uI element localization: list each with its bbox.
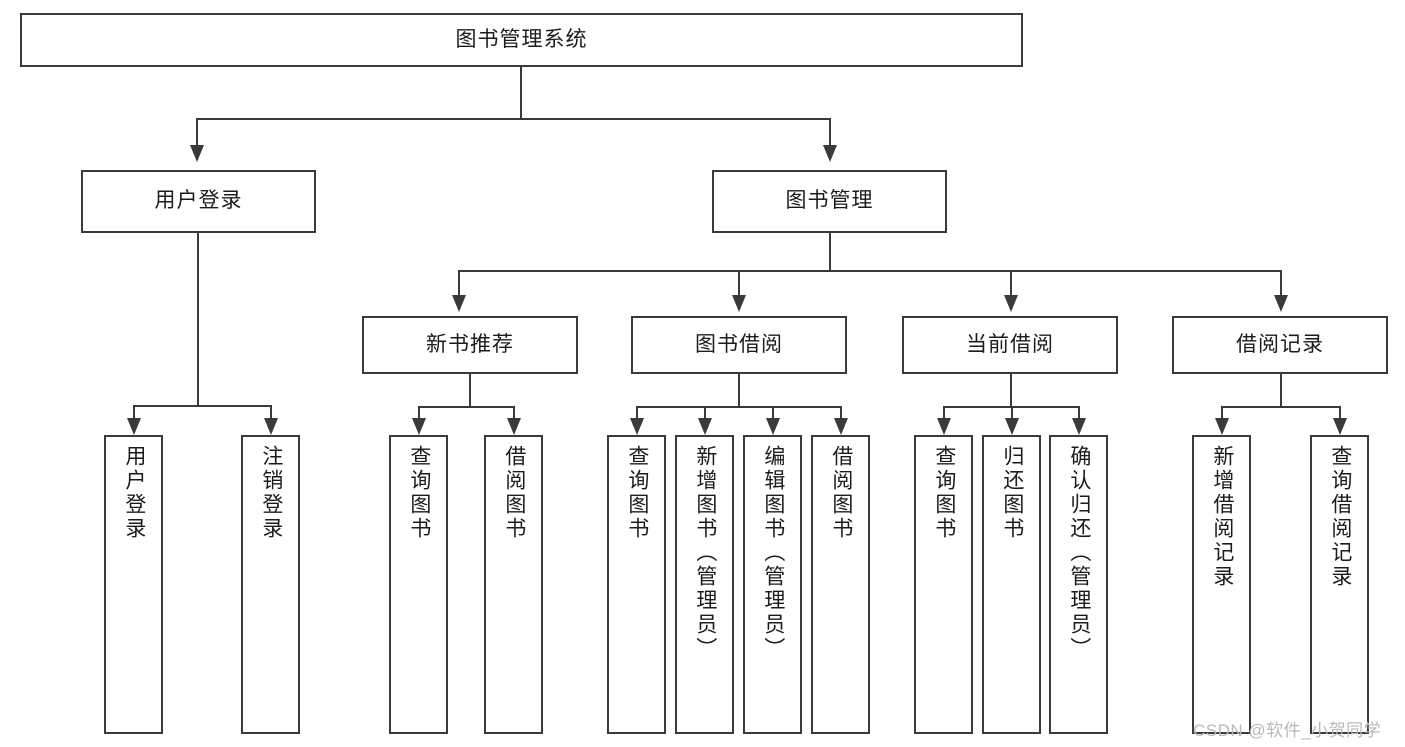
node-leaf-query-book-1-label: 查询图书 bbox=[407, 445, 431, 541]
node-leaf-query-book-3[interactable]: 查询图书 bbox=[914, 435, 973, 734]
node-book-manage-label: 图书管理 bbox=[785, 189, 874, 213]
arrowhead-leaf-query-record bbox=[1333, 418, 1347, 435]
arrowhead-new-book-rec bbox=[452, 295, 466, 312]
node-leaf-confirm-return[interactable]: 确认归还（管理员） bbox=[1049, 435, 1108, 734]
edge-to-book-manage bbox=[829, 118, 831, 146]
edge-to-leaf-confirm-return bbox=[1078, 406, 1080, 420]
edge-current-borrow-stem bbox=[1010, 374, 1012, 407]
edge-book-manage-stem bbox=[829, 233, 831, 271]
arrowhead-leaf-query-book-1 bbox=[412, 418, 426, 435]
node-new-book-rec[interactable]: 新书推荐 bbox=[362, 316, 578, 374]
edge-to-leaf-edit-book bbox=[772, 406, 774, 420]
edge-to-current-borrow bbox=[1010, 270, 1012, 296]
edge-level2-bus bbox=[196, 118, 831, 120]
node-leaf-query-record[interactable]: 查询借阅记录 bbox=[1310, 435, 1369, 734]
edge-new-book-rec-bus bbox=[418, 406, 515, 408]
node-leaf-borrow-book-2-label: 借阅图书 bbox=[829, 445, 853, 541]
edge-new-book-rec-stem bbox=[469, 374, 471, 407]
arrowhead-leaf-add-book bbox=[698, 418, 712, 435]
node-leaf-user-logout-label: 注销登录 bbox=[259, 445, 283, 541]
node-borrow-record-label: 借阅记录 bbox=[1236, 332, 1324, 356]
edge-to-leaf-add-book bbox=[704, 406, 706, 420]
edge-to-book-borrow bbox=[738, 270, 740, 296]
node-leaf-user-logout[interactable]: 注销登录 bbox=[241, 435, 300, 734]
node-leaf-query-book-3-label: 查询图书 bbox=[932, 445, 956, 541]
edge-book-borrow-stem bbox=[738, 374, 740, 407]
node-leaf-borrow-book-2[interactable]: 借阅图书 bbox=[811, 435, 870, 734]
node-new-book-rec-label: 新书推荐 bbox=[426, 332, 514, 356]
node-user-login-label: 用户登录 bbox=[154, 189, 243, 213]
edge-to-leaf-user-login bbox=[133, 405, 135, 421]
edge-to-leaf-user-logout bbox=[270, 405, 272, 421]
edge-to-leaf-query-book-3 bbox=[943, 406, 945, 420]
node-leaf-query-book-2[interactable]: 查询图书 bbox=[607, 435, 666, 734]
node-leaf-user-login[interactable]: 用户登录 bbox=[104, 435, 163, 734]
arrowhead-leaf-user-login bbox=[127, 418, 141, 435]
arrowhead-leaf-query-book-3 bbox=[937, 418, 951, 435]
arrowhead-leaf-borrow-book-2 bbox=[834, 418, 848, 435]
node-leaf-borrow-book-1-label: 借阅图书 bbox=[502, 445, 526, 541]
node-leaf-query-record-label: 查询借阅记录 bbox=[1328, 445, 1352, 589]
edge-to-leaf-query-record bbox=[1339, 406, 1341, 420]
arrowhead-leaf-confirm-return bbox=[1072, 418, 1086, 435]
node-leaf-add-book-label: 新增图书（管理员） bbox=[693, 445, 717, 661]
arrowhead-book-borrow bbox=[732, 295, 746, 312]
edge-to-user-login bbox=[196, 118, 198, 146]
edge-to-leaf-add-record bbox=[1221, 406, 1223, 420]
node-leaf-return-book-label: 归还图书 bbox=[1000, 445, 1024, 541]
node-leaf-borrow-book-1[interactable]: 借阅图书 bbox=[484, 435, 543, 734]
node-leaf-confirm-return-label: 确认归还（管理员） bbox=[1067, 445, 1091, 661]
node-borrow-record[interactable]: 借阅记录 bbox=[1172, 316, 1388, 374]
node-current-borrow-label: 当前借阅 bbox=[966, 332, 1054, 356]
arrowhead-leaf-add-record bbox=[1215, 418, 1229, 435]
edge-to-leaf-borrow-book-1 bbox=[513, 406, 515, 420]
node-leaf-edit-book-label: 编辑图书（管理员） bbox=[761, 445, 785, 661]
edge-level3-bus bbox=[458, 270, 1282, 272]
node-leaf-query-book-1[interactable]: 查询图书 bbox=[389, 435, 448, 734]
node-leaf-query-book-2-label: 查询图书 bbox=[625, 445, 649, 541]
node-leaf-add-book[interactable]: 新增图书（管理员） bbox=[675, 435, 734, 734]
node-current-borrow[interactable]: 当前借阅 bbox=[902, 316, 1118, 374]
edge-to-leaf-return-book bbox=[1011, 406, 1013, 420]
edge-to-leaf-query-book-2 bbox=[636, 406, 638, 420]
node-leaf-add-record-label: 新增借阅记录 bbox=[1210, 445, 1234, 589]
node-book-borrow-label: 图书借阅 bbox=[695, 332, 783, 356]
arrowhead-book-manage bbox=[823, 145, 837, 162]
arrowhead-leaf-user-logout bbox=[264, 418, 278, 435]
edge-borrow-record-stem bbox=[1280, 374, 1282, 407]
arrowhead-borrow-record bbox=[1274, 295, 1288, 312]
node-leaf-return-book[interactable]: 归还图书 bbox=[982, 435, 1041, 734]
node-leaf-user-login-label: 用户登录 bbox=[122, 445, 146, 541]
edge-borrow-record-bus bbox=[1221, 406, 1340, 408]
edge-user-login-bus bbox=[133, 405, 271, 407]
arrowhead-current-borrow bbox=[1004, 295, 1018, 312]
node-book-manage[interactable]: 图书管理 bbox=[712, 170, 947, 233]
arrowhead-leaf-borrow-book-1 bbox=[507, 418, 521, 435]
edge-root-stem bbox=[520, 67, 522, 119]
node-user-login[interactable]: 用户登录 bbox=[81, 170, 316, 233]
arrowhead-leaf-edit-book bbox=[766, 418, 780, 435]
arrowhead-user-login bbox=[190, 145, 204, 162]
edge-book-borrow-bus bbox=[636, 406, 841, 408]
edge-to-borrow-record bbox=[1280, 270, 1282, 296]
edge-to-leaf-borrow-book-2 bbox=[840, 406, 842, 420]
arrowhead-leaf-query-book-2 bbox=[630, 418, 644, 435]
edge-to-new-book-rec bbox=[458, 270, 460, 296]
node-root-label: 图书管理系统 bbox=[455, 27, 588, 51]
arrowhead-leaf-return-book bbox=[1005, 418, 1019, 435]
edge-to-leaf-query-book-1 bbox=[418, 406, 420, 420]
node-leaf-add-record[interactable]: 新增借阅记录 bbox=[1192, 435, 1251, 734]
node-book-borrow[interactable]: 图书借阅 bbox=[631, 316, 847, 374]
node-root[interactable]: 图书管理系统 bbox=[20, 13, 1023, 67]
node-leaf-edit-book[interactable]: 编辑图书（管理员） bbox=[743, 435, 802, 734]
csdn-watermark: CSDN @软件_小贺同学 bbox=[1193, 721, 1382, 740]
edge-user-login-stem bbox=[197, 233, 199, 406]
